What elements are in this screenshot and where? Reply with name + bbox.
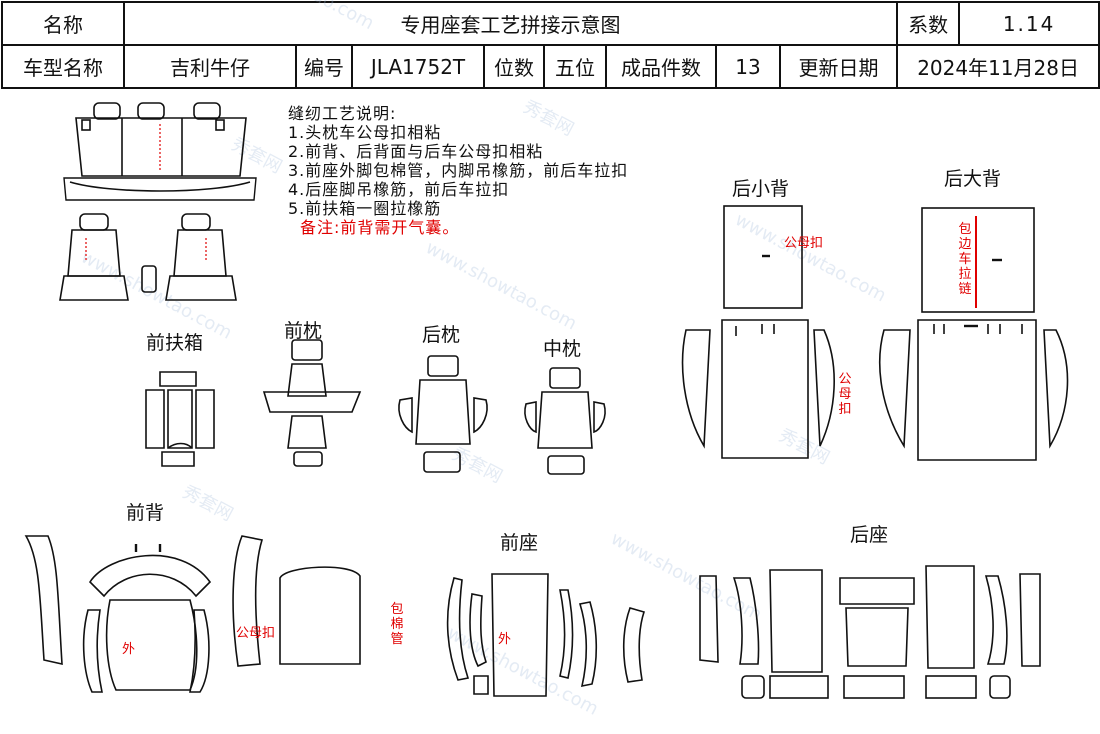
front-headrest-pattern xyxy=(262,339,362,467)
pieces-value: 13 xyxy=(715,44,781,89)
model-label: 车型名称 xyxy=(1,44,125,89)
section-label-rear-headrest: 后枕 xyxy=(422,324,461,346)
rear-seat-pattern xyxy=(699,565,1041,699)
watermark-text: 秀套网 xyxy=(179,482,237,526)
header-table: 名称 专用座套工艺拼接示意图 系数 1.14 车型名称 吉利牛仔 编号 JLA1… xyxy=(1,1,1100,89)
seats-value: 五位 xyxy=(543,44,607,89)
annotation-cotton-tube: 包棉管 xyxy=(390,602,404,647)
watermark-text: 秀套网 xyxy=(448,444,506,488)
section-label-front-headrest: 前枕 xyxy=(284,320,323,342)
annotation-outer: 外 xyxy=(498,632,512,647)
note-item: 4.后座脚吊橡筋，前后车拉扣 xyxy=(288,180,510,199)
front-seats-illustration xyxy=(59,213,237,301)
coef-value: 1.14 xyxy=(958,1,1100,46)
watermark-text: www.showtao.com xyxy=(444,622,602,719)
section-label-rear-seat: 后座 xyxy=(850,524,889,546)
seats-label: 位数 xyxy=(483,44,545,89)
annotation-outer: 外 xyxy=(122,642,136,657)
note-item: 5.前扶箱一圈拉橡筋 xyxy=(288,199,442,218)
model-value: 吉利牛仔 xyxy=(123,44,297,89)
sewing-notes: 缝纫工艺说明: 1.头枕车公母扣相粘 2.前背、后背面与后车公母扣相粘 3.前座… xyxy=(288,104,628,237)
armrest-pattern xyxy=(145,371,215,467)
annotation-zipper-edge: 包边车拉链 xyxy=(958,222,972,297)
notes-title: 缝纫工艺说明: xyxy=(288,104,397,123)
section-label-middle-headrest: 中枕 xyxy=(543,338,582,360)
rear-headrest-pattern xyxy=(398,355,488,473)
code-label: 编号 xyxy=(295,44,353,89)
date-label: 更新日期 xyxy=(778,44,899,89)
date-value: 2024年11月28日 xyxy=(896,44,1100,89)
front-seat-pattern xyxy=(446,573,646,697)
coef-label: 系数 xyxy=(896,1,961,46)
pieces-label: 成品件数 xyxy=(605,44,717,89)
front-back-pattern xyxy=(24,535,361,693)
rear-bench-illustration xyxy=(63,102,257,201)
annotation-snap: 公母扣 xyxy=(236,626,276,641)
middle-headrest-pattern xyxy=(524,367,606,475)
note-item: 3.前座外脚包棉管，内脚吊橡筋，前后车拉扣 xyxy=(288,161,629,180)
section-label-front-back: 前背 xyxy=(126,502,165,524)
note-item: 2.前背、后背面与后车公母扣相粘 xyxy=(288,142,544,161)
note-item: 1.头枕车公母扣相粘 xyxy=(288,123,442,142)
annotation-snap: 公母扣 xyxy=(784,236,824,251)
name-label: 名称 xyxy=(1,1,125,46)
section-label-rear-big-back: 后大背 xyxy=(944,168,1002,190)
watermark-text: 秀套网 xyxy=(775,425,833,469)
section-label-armrest: 前扶箱 xyxy=(146,332,204,354)
notes-remark: 备注:前背需开气囊。 xyxy=(300,218,460,237)
watermark-text: 秀套网 xyxy=(228,134,286,178)
section-label-rear-small-back: 后小背 xyxy=(732,178,790,200)
section-label-front-seat: 前座 xyxy=(500,532,539,554)
rear-big-back-pattern xyxy=(879,207,1069,461)
watermark-text: www.showtao.com xyxy=(219,0,377,34)
rear-small-back-pattern xyxy=(681,205,835,459)
watermark-text: www.showtao.com xyxy=(732,209,890,306)
annotation-snap-vertical: 公母扣 xyxy=(838,372,852,417)
code-value: JLA1752T xyxy=(351,44,485,89)
doc-title: 专用座套工艺拼接示意图 xyxy=(122,1,899,46)
